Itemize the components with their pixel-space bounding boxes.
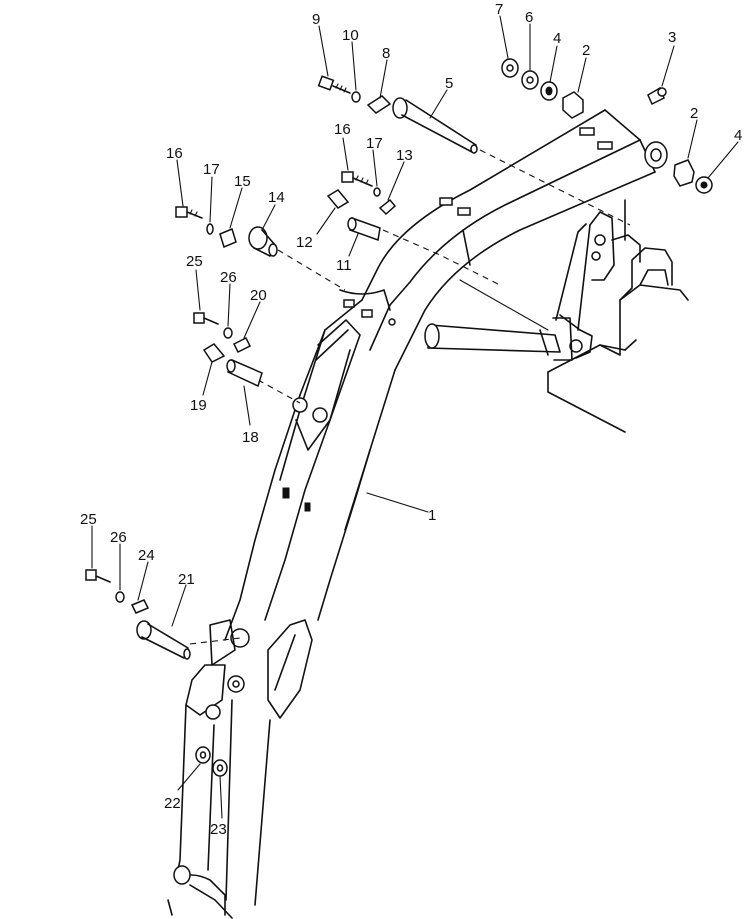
callout-14: 14: [268, 189, 285, 206]
frame-bracket: [547, 199, 689, 433]
callout-18: 18: [242, 429, 259, 446]
bolt-16-left: [175, 206, 203, 219]
callout-8: 8: [382, 45, 390, 62]
callout-17-a: 17: [203, 161, 220, 178]
pin-5: [392, 97, 478, 154]
boom-cylinder: [424, 317, 573, 361]
callout-22: 22: [164, 795, 181, 812]
bolt-16-upper: [341, 171, 373, 187]
callout-3: 3: [668, 29, 676, 46]
callout-13: 13: [396, 147, 413, 164]
callout-4-a: 4: [553, 30, 561, 47]
callout-2-b: 2: [690, 105, 698, 122]
callout-16-b: 16: [334, 121, 351, 138]
callout-21: 21: [178, 571, 195, 588]
callout-17-b: 17: [366, 135, 383, 152]
callout-25-b: 25: [80, 511, 97, 528]
callout-5: 5: [445, 75, 453, 92]
callout-26-b: 26: [110, 529, 127, 546]
callout-12: 12: [296, 234, 313, 251]
pin-axis-lines: [189, 149, 631, 645]
callout-1: 1: [428, 507, 436, 524]
loose-parts: [85, 58, 713, 777]
callout-7: 7: [495, 1, 503, 18]
callout-9: 9: [312, 11, 320, 28]
callout-16-a: 16: [166, 145, 183, 162]
callout-10: 10: [342, 27, 359, 44]
callout-26-a: 26: [220, 269, 237, 286]
callout-labels: 1 2 2 3 4 4 5 6 7 8 9 10 11 12 13 14 15 …: [80, 1, 742, 838]
callout-24: 24: [138, 547, 155, 564]
callout-4-b: 4: [734, 127, 742, 144]
callout-6: 6: [525, 9, 533, 26]
callout-25-a: 25: [186, 253, 203, 270]
callout-11: 11: [336, 257, 352, 274]
callout-23: 23: [210, 821, 227, 838]
callout-20: 20: [250, 287, 267, 304]
callout-15: 15: [234, 173, 251, 190]
boom-body: [224, 109, 668, 719]
callout-2-a: 2: [582, 42, 590, 59]
leader-lines: [91, 15, 739, 819]
callout-19: 19: [190, 397, 207, 414]
arm-links: [167, 619, 271, 919]
bolt-9: [317, 75, 351, 94]
